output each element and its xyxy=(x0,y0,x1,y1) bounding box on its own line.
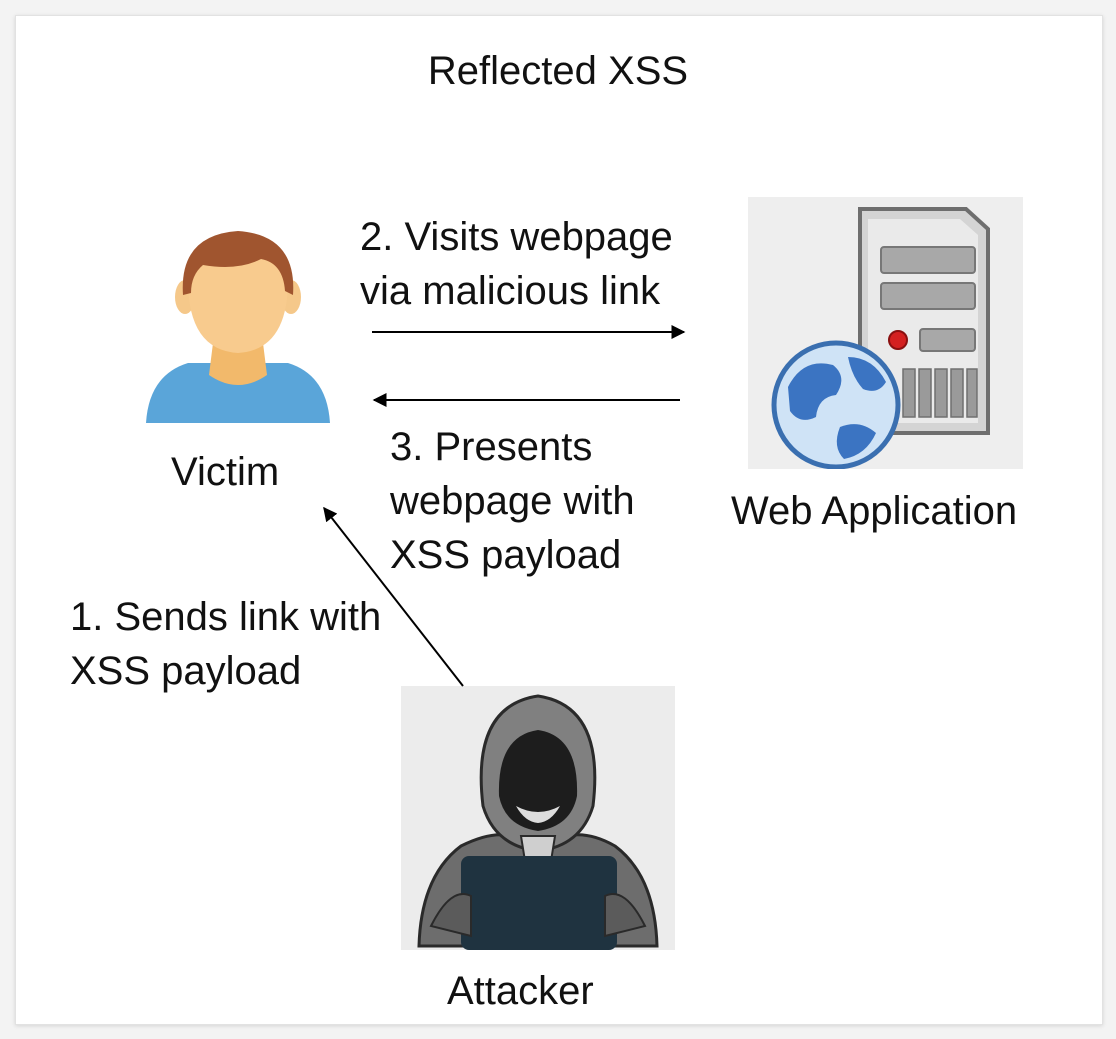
step-3-label: 3. Presents webpage with XSS payload xyxy=(390,420,635,582)
victim-label: Victim xyxy=(171,450,280,494)
step-1-label: 1. Sends link with XSS payload xyxy=(70,590,381,698)
attacker-label: Attacker xyxy=(447,969,594,1013)
step-3-line-3: XSS payload xyxy=(390,533,622,577)
step-3-line-2: webpage with xyxy=(390,479,635,523)
step-2-line-1: 2. Visits webpage xyxy=(360,215,673,259)
diagram-title: Reflected XSS xyxy=(427,49,689,93)
step-2-label: 2. Visits webpage via malicious link xyxy=(360,210,673,318)
server-globe-icon xyxy=(748,197,1023,470)
step-1-line-1: 1. Sends link with xyxy=(70,595,382,639)
step-1-line-2: XSS payload xyxy=(70,649,302,693)
step-2-line-2: via malicious link xyxy=(360,269,661,313)
arrow-attacker-to-victim xyxy=(323,506,464,687)
victim-user-icon xyxy=(143,225,333,425)
web-application-label: Web Application xyxy=(731,489,1018,533)
step-3-line-1: 3. Presents xyxy=(390,425,593,469)
hooded-hacker-icon xyxy=(401,686,675,950)
